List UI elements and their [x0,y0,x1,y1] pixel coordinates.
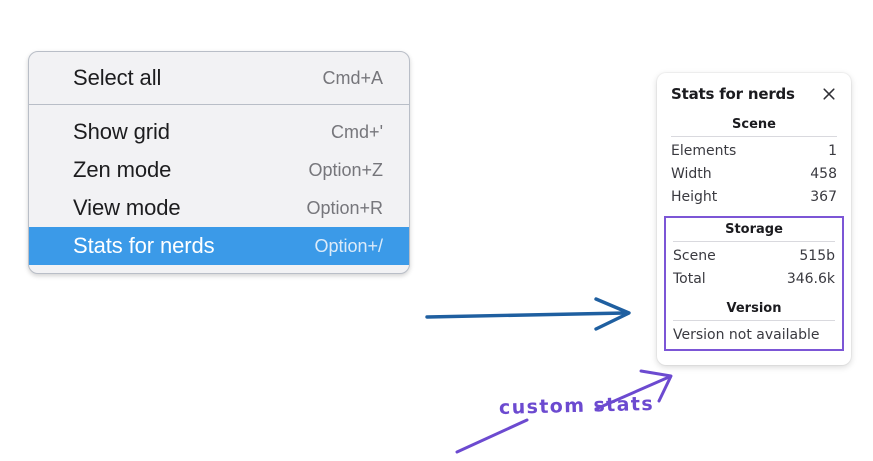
stat-value: 458 [810,165,837,182]
menu-item-shortcut: Cmd+' [331,121,383,142]
stat-key: Total [673,270,706,287]
stat-value: 367 [810,188,837,205]
menu-group-2: Show grid Cmd+' Zen mode Option+Z View m… [29,113,409,265]
panel-header: Stats for nerds [671,85,837,103]
section-rule [673,320,835,322]
menu-item-label: Stats for nerds [73,233,215,258]
stat-key: Height [671,188,718,205]
menu-item-shortcut: Option+Z [308,159,383,180]
section-title-storage: Storage [725,221,783,237]
menu-item-label: Show grid [73,119,170,144]
stat-row: Height 367 [671,186,837,209]
stat-key: Scene [673,247,716,264]
purple-underline-stroke [455,418,529,454]
section-rule [673,240,835,242]
menu-item-stats-for-nerds[interactable]: Stats for nerds Option+/ [29,227,409,265]
section-title-scene: Scene [732,117,776,132]
stat-value: 1 [828,143,837,159]
menu-item-label: View mode [73,195,181,220]
close-icon[interactable] [821,86,837,102]
blue-arrow-icon [425,297,631,331]
section-rule [671,136,837,137]
stat-row: Total 346.6k [673,268,835,291]
custom-stats-highlight-box: Storage Scene 515b Total 346.6k Version … [664,215,844,352]
menu-item-label: Zen mode [73,157,172,182]
section-title-version: Version [726,301,782,317]
stats-for-nerds-panel: Stats for nerds Scene Elements 1 Width 4… [657,73,851,366]
panel-title: Stats for nerds [671,85,795,103]
menu-divider [29,104,409,105]
context-menu: Select all Cmd+A Show grid Cmd+' Zen mod… [28,51,410,274]
stat-key: Width [671,165,712,182]
menu-item-select-all[interactable]: Select all Cmd+A [29,59,409,97]
menu-item-shortcut: Option+R [306,197,383,218]
stat-row: Scene 515b [673,245,835,268]
custom-stats-annotation-label: custom stats [498,392,655,419]
menu-item-shortcut: Option+/ [314,235,383,256]
menu-item-shortcut: Cmd+A [322,67,383,88]
menu-group-1: Select all Cmd+A [29,59,409,97]
stat-value: 346.6k [786,270,835,287]
menu-item-label: Select all [73,65,162,90]
stat-row: Width 458 [671,163,837,186]
stat-value: 515b [799,247,835,264]
version-note: Version not available [673,327,820,344]
stat-row: Elements 1 [671,140,837,163]
menu-item-zen-mode[interactable]: Zen mode Option+Z [29,151,409,189]
stat-key: Elements [671,143,737,159]
menu-item-view-mode[interactable]: View mode Option+R [29,189,409,227]
menu-item-show-grid[interactable]: Show grid Cmd+' [29,113,409,151]
